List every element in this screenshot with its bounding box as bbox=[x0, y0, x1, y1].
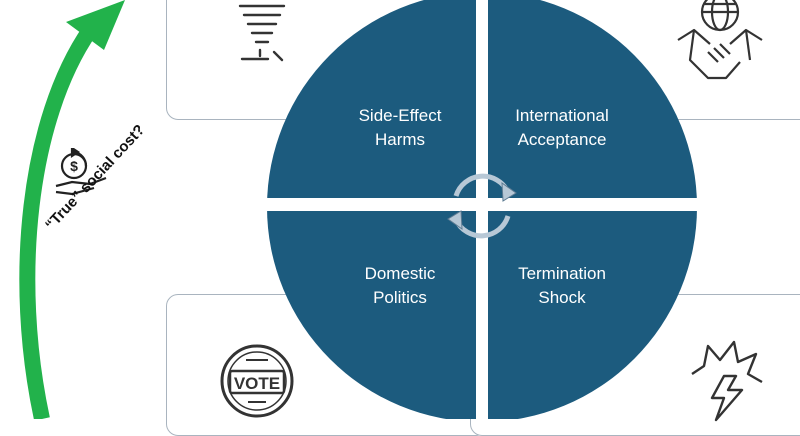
label-line: Acceptance bbox=[517, 130, 607, 149]
globe-handshake-icon bbox=[677, 0, 763, 80]
label-line: Shock bbox=[538, 288, 586, 307]
central-circle bbox=[267, 0, 697, 419]
vote-stamp-icon: VOTE bbox=[220, 344, 294, 418]
label-line: Politics bbox=[373, 288, 427, 307]
cycle-arrows-icon bbox=[447, 173, 517, 239]
tornado-icon bbox=[238, 4, 286, 62]
svg-text:$: $ bbox=[70, 158, 78, 174]
lightning-burst-icon bbox=[691, 340, 763, 422]
quadrant-label-domestic-politics: Domestic Politics bbox=[330, 262, 470, 310]
svg-text:VOTE: VOTE bbox=[234, 374, 280, 393]
label-line: Termination bbox=[518, 264, 606, 283]
dollar-hand-icon: $ bbox=[55, 148, 107, 196]
label-line: Side-Effect bbox=[358, 106, 442, 125]
green-arrow-icon bbox=[19, 0, 125, 419]
label-line: Domestic bbox=[364, 264, 436, 283]
label-line: Harms bbox=[374, 130, 426, 149]
diagram: Side-Effect Harms International Acceptan… bbox=[19, 0, 800, 436]
quadrant-label-termination-shock: Termination Shock bbox=[492, 262, 632, 310]
quadrant-label-international-acceptance: International Acceptance bbox=[492, 104, 632, 152]
quadrant-label-side-effect-harms: Side-Effect Harms bbox=[330, 104, 470, 152]
label-line: International bbox=[515, 106, 609, 125]
